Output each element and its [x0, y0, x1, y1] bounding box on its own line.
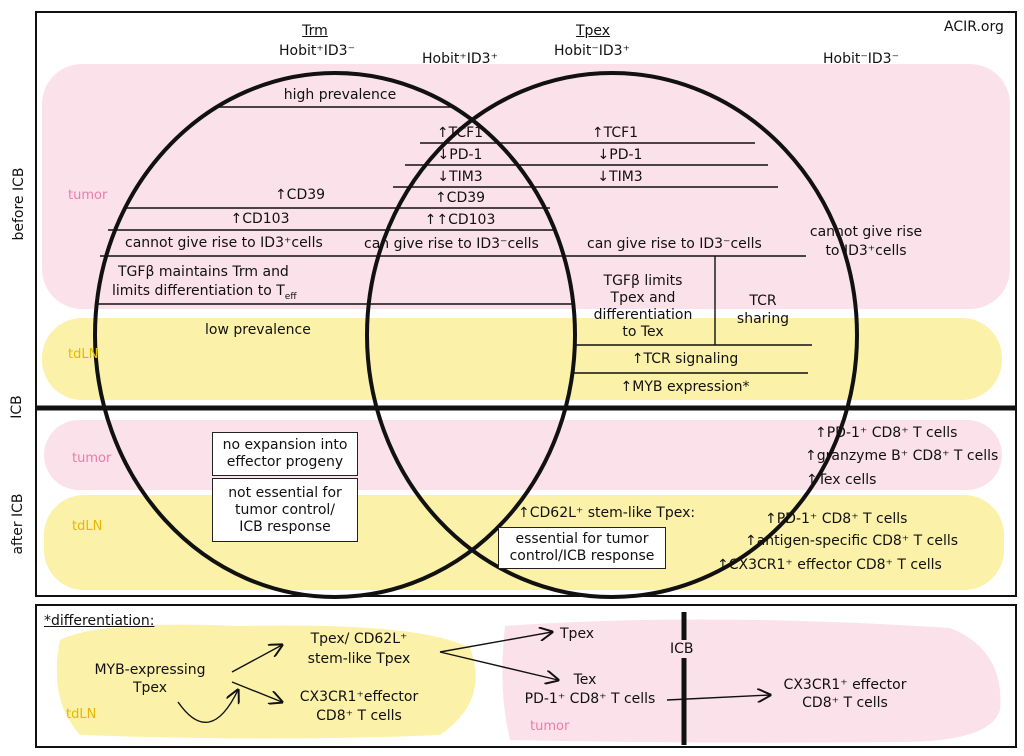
region-tdln-after: tdLN — [72, 519, 103, 534]
trm-tgfb-line2-text: limits differentiation to T — [112, 283, 285, 299]
tpex-title: Tpex — [575, 23, 611, 39]
phase-before-label: before ICB — [11, 167, 27, 241]
trm-cd39: ↑CD39 — [274, 187, 326, 203]
tpex-tgfb-0: TGFβ limits — [603, 273, 683, 289]
tpex-tim3: ↓TIM3 — [597, 169, 643, 185]
footnote-frame — [35, 604, 1017, 748]
footnote-arrows — [177, 632, 770, 724]
table-lines — [98, 106, 812, 374]
overlap-can-give-rise: can give rise to ID3⁻cells — [364, 236, 539, 252]
tpex-tgfb-1: Tpex and — [610, 290, 676, 306]
tpex-tgfb-2: differentiation — [593, 307, 693, 323]
trm-cd103: ↑CD103 — [230, 211, 290, 227]
overlap-cd39: ↑CD39 — [434, 190, 486, 206]
footnote-cx3cr1-1: CD8⁺ T cells — [316, 708, 402, 724]
tdln-band-before — [42, 318, 1002, 400]
after-tdln-right-1: ↑antigen-specific CD8⁺ T cells — [745, 533, 959, 549]
overlap-tim3: ↓TIM3 — [437, 169, 483, 185]
phase-icb-label: ICB — [9, 395, 25, 419]
after-tumor-right-0: ↑PD-1⁺ CD8⁺ T cells — [815, 425, 958, 441]
region-tumor-before: tumor — [68, 188, 108, 203]
main-frame — [35, 11, 1017, 597]
trm-tgfb-line2: limits differentiation to Teff — [112, 282, 297, 302]
overlap-header: Hobit⁺ID3⁺ — [422, 51, 498, 67]
footnote-myb-0: MYB-expressing — [94, 662, 206, 678]
trm-tgfb-line1: TGFβ maintains Trm and — [118, 264, 289, 280]
phase-after-label: after ICB — [10, 493, 26, 555]
footnote-tdln-label: tdLN — [66, 707, 97, 722]
tpex-myb: ↑MYB expression* — [620, 379, 750, 395]
tpex-can-give-rise: can give rise to ID3⁻cells — [587, 236, 762, 252]
tpex-ellipse — [365, 71, 859, 599]
footnote-tpex-cd62l-0: Tpex/ CD62L⁺ — [310, 631, 408, 647]
footnote-tumor-band — [502, 619, 1001, 743]
tpex-subtitle: Hobit⁻ID3⁺ — [554, 43, 630, 59]
after-cd62l-label: ↑CD62L⁺ stem-like Tpex: — [518, 505, 696, 521]
right-header: Hobit⁻ID3⁻ — [823, 51, 899, 67]
footnote-tumor-label: tumor — [530, 719, 570, 734]
trm-high-prevalence: high prevalence — [283, 87, 397, 103]
region-tdln-before: tdLN — [68, 347, 99, 362]
footnote-tex-1: PD-1⁺ CD8⁺ T cells — [524, 691, 656, 707]
footnote-tdln-band — [56, 624, 476, 739]
after-tumor-right-2: ↑Tex cells — [806, 472, 877, 488]
tpex-pd1: ↓PD-1 — [597, 147, 643, 163]
source-label: ACIR.org — [944, 19, 1004, 35]
overlap-tcf1: ↑TCF1 — [436, 125, 484, 141]
after-tumor-right-1: ↑granzyme B⁺ CD8⁺ T cells — [805, 448, 999, 464]
footnote-cx3cr1-0: CX3CR1⁺effector — [299, 689, 419, 705]
box-essential: essential for tumor control/ICB response — [498, 527, 666, 569]
right-cannot-1: to ID3⁺cells — [825, 243, 907, 259]
trm-title: Trm — [302, 23, 328, 39]
trm-cannot-give-rise: cannot give rise to ID3⁺cells — [125, 235, 323, 251]
footnote-tex-0: Tex — [573, 672, 597, 688]
footnote-tpex-cd62l-1: stem-like Tpex — [307, 651, 411, 667]
after-tdln-right-2: ↑CX3CR1⁺ effector CD8⁺ T cells — [717, 557, 942, 573]
box-not-essential: not essential for tumor control/ ICB res… — [212, 478, 358, 542]
tpex-tcr-sharing-0: TCR — [749, 293, 777, 309]
overlap-cd103: ↑↑CD103 — [424, 212, 496, 228]
footnote-myb-1: Tpex — [132, 680, 168, 696]
trm-low-prevalence: low prevalence — [205, 322, 311, 338]
tpex-tcr-signaling: ↑TCR signaling — [631, 351, 739, 367]
region-tumor-after: tumor — [72, 451, 112, 466]
footnote-title: *differentiation: — [44, 613, 155, 629]
footnote-effector-1: CD8⁺ T cells — [802, 695, 888, 711]
trm-ellipse — [93, 71, 577, 599]
overlap-pd1: ↓PD-1 — [437, 147, 483, 163]
tpex-tgfb-3: to Tex — [622, 324, 664, 340]
footnote-icb: ICB — [668, 640, 696, 658]
trm-tgfb-line2-sub: eff — [284, 291, 297, 302]
footnote-tpex: Tpex — [560, 626, 595, 642]
trm-subtitle: Hobit⁺ID3⁻ — [279, 43, 355, 59]
after-tdln-right-0: ↑PD-1⁺ CD8⁺ T cells — [765, 511, 908, 527]
right-cannot-0: cannot give rise — [809, 224, 923, 240]
tpex-tcr-sharing-1: sharing — [736, 311, 790, 327]
footnote-effector-0: CX3CR1⁺ effector — [783, 677, 907, 693]
tpex-tcf1: ↑TCF1 — [591, 125, 639, 141]
box-no-expansion: no expansion into effector progeny — [212, 432, 358, 476]
